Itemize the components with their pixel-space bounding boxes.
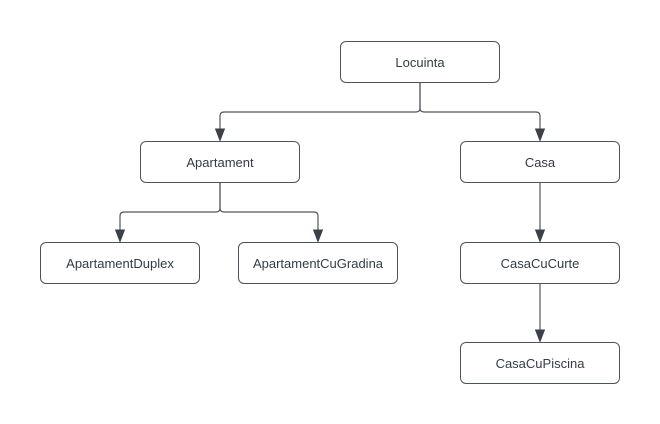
node-label: ApartamentDuplex [66,255,174,271]
edge-line[interactable] [219,183,319,230]
edge-casa-casacucurte[interactable] [534,183,546,243]
node-casa-cu-piscina[interactable]: CasaCuPiscina [460,342,620,384]
arrowhead-icon [534,329,546,343]
node-casa-cu-curte[interactable]: CasaCuCurte [460,242,620,284]
edge-locuinta-apartament[interactable] [214,83,421,142]
edge-line[interactable] [219,83,421,129]
arrowhead-icon [114,229,126,243]
arrowhead-icon [534,229,546,243]
node-label: Locuinta [395,54,445,70]
node-apartament[interactable]: Apartament [140,141,300,183]
edge-line[interactable] [119,183,221,230]
node-label: CasaCuPiscina [495,355,585,371]
arrowhead-icon [534,128,546,142]
node-label: CasaCuCurte [500,255,580,271]
edge-line[interactable] [419,83,541,129]
node-label: Casa [524,154,556,170]
arrowhead-icon [214,128,226,142]
arrowhead-icon [312,229,324,243]
node-casa[interactable]: Casa [460,141,620,183]
node-locuinta[interactable]: Locuinta [340,41,500,83]
edge-apartament-apartamentduplex[interactable] [114,183,221,243]
node-label: Apartament [186,154,254,170]
edge-casacucurte-casacupiscina[interactable] [534,284,546,343]
edge-locuinta-casa[interactable] [419,83,546,142]
node-label: ApartamentCuGradina [252,255,384,271]
node-apartament-cu-gradina[interactable]: ApartamentCuGradina [238,242,398,284]
edge-apartament-apartamentcugradina[interactable] [219,183,324,243]
node-apartament-duplex[interactable]: ApartamentDuplex [40,242,200,284]
